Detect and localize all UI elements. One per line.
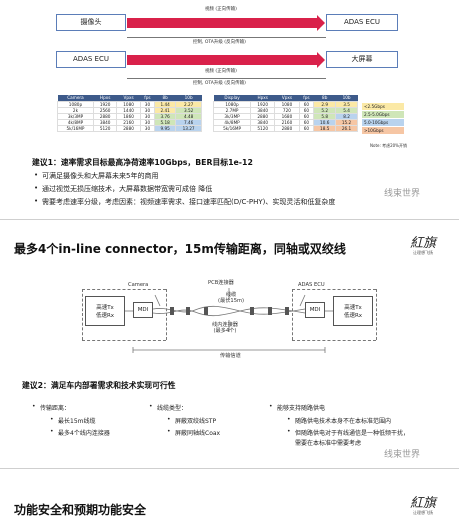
camera-table-header-3: fps [140,95,155,101]
camera-frame-top [82,289,166,290]
watermark-1: 线束世界 [384,189,421,199]
camera-frame-left [82,289,83,340]
inline-connector-label: 线内连接器 (最多4个) [212,322,238,334]
camera-table-header-4: 8b [154,95,176,101]
ecu-frame-top [292,289,376,290]
divider-2 [0,468,459,469]
camera-table-header-5: 10b [175,95,202,101]
ecu-frame-left [292,289,293,340]
watermark-2: 线束世界 [384,450,421,460]
camera-box: 摄像头 [56,14,126,31]
recommendation-2-title: 建议2：满足车内部署需求和技术实现可行性 [22,381,176,390]
recommendation-1-title: 建议1：速率需求目标最高净荷速率10Gbps，BER目标1e-12 [32,158,253,167]
cable-drawing [125,288,333,353]
rec2-col3-item-2-cont: 需要在本标准中需要考虑 [295,440,362,447]
cable-label: 线缆 (最长15m) [218,292,245,304]
adas-ecu-label: ADAS ECU [298,282,325,288]
camera-label: Camera [128,282,149,288]
adas-ecu-box-left: ADAS ECU [56,51,126,68]
display-table-cell: 5120 [250,125,276,133]
rec2-col2-head: 线缆类型： [149,403,187,412]
camera-table-header-0: Camera [57,95,94,101]
rec2-col1-item-2: 最多4个线内连接器 [50,428,110,437]
display-table-header-5: 10b [335,95,358,101]
rec1-bullet-3: 需要考虑速率分级，考虑因素：视频速率需求、接口速率匹配(D/C-PHY)、实现灵… [34,197,335,207]
control-backward-caption-2: 控制, OTA升级 (反向传输) [193,81,246,86]
display-table-header-3: fps [299,95,314,101]
display-table-header-1: Hpxs [250,95,275,101]
ecu-frame-bottom [292,340,376,341]
control-backward-line-1 [127,37,326,38]
control-backward-line-2 [127,78,326,79]
ecu-frame-right [376,289,377,340]
display-table-header-2: Vpxs [274,95,300,101]
video-forward-arrow-2 [127,52,325,68]
rec2-col1-head: 传输距离： [32,403,70,412]
adas-ecu-label-left: ADAS ECU [73,55,109,63]
hongqi-logo-subtitle: 让理想飞扬 [413,250,433,255]
adas-ecu-label-right: ADAS ECU [344,18,380,26]
right-mdi: MDI [305,302,325,318]
rec2-col1-item-1: 最长15m线缆 [50,416,96,425]
camera-label: 摄像头 [80,18,102,26]
display-label: 大屏幕 [351,55,373,63]
rec2-col3-item-2: 但随路供电对于有线通信是一种低频干扰， [287,428,409,437]
rec1-bullet-1: 可满足摄像头和大屏幕未来5年的商用 [34,171,158,181]
rec2-col3-head: 能够支持随路供电 [269,403,325,412]
display-box: 大屏幕 [326,51,398,68]
overhead-note: Note: 考虑20%开销 [370,143,407,148]
control-backward-caption-1: 控制, OTA升级 (反向传输) [193,40,246,45]
camera-frame-right [166,289,167,340]
legend-item: >10Gbps [362,127,404,134]
rec2-col2-item-2: 屏蔽同轴线Coax [167,428,220,437]
adas-ecu-box-right: ADAS ECU [326,14,398,31]
left-transceiver: 高速Tx 低速Rx [85,296,125,326]
display-table-cell: 26.1 [335,125,358,133]
video-forward-caption-2: 视频 (正向传输) [205,69,237,74]
display-table-header-0: Display [213,95,251,101]
left-mdi: MDI [133,302,153,318]
camera-table-header-2: Vpxs [116,95,141,101]
video-forward-arrow-1 [127,15,325,31]
channel-label: 传输信道 [218,352,243,359]
hongqi-logo-subtitle-2: 让理想飞扬 [413,510,433,515]
section-title-functional-safety: 功能安全和预期功能安全 [14,503,147,517]
display-table-cell: 2880 [274,125,300,133]
legend-item: 2.5-5.0Gbps [362,111,404,118]
section-title-inline-connector: 最多4个in-line connector，15m传输距离，同轴或双绞线 [14,242,346,256]
rec2-col2-item-1: 屏蔽双绞线STP [167,416,216,425]
rec2-col3-item-1: 随路供电技术本身不在本标准范围内 [287,416,391,425]
camera-table-cell: 9.95 [154,125,177,133]
divider-1 [0,219,459,220]
pcb-connector-label: PCB连接器 [208,280,234,286]
camera-table-cell: 13.27 [175,125,202,133]
hongqi-logo-2: 紅旗 [410,496,437,511]
camera-table-header-1: Hpxs [93,95,117,101]
display-table-header-4: 8b [313,95,336,101]
legend-item: 5.0-10Gbps [362,119,404,126]
legend-item: <2.5Gbps [362,103,404,110]
camera-frame-bottom [82,340,166,341]
rec1-bullet-2: 通过视觉无损压缩技术，大屏幕数据带宽需可成倍 降低 [34,184,212,194]
hongqi-logo: 紅旗 [410,236,437,251]
right-transceiver: 高速Tx 低速Rx [333,296,373,326]
camera-table-cell: 30 [139,125,156,133]
video-forward-caption-1: 视频 (正向传输) [205,7,237,12]
